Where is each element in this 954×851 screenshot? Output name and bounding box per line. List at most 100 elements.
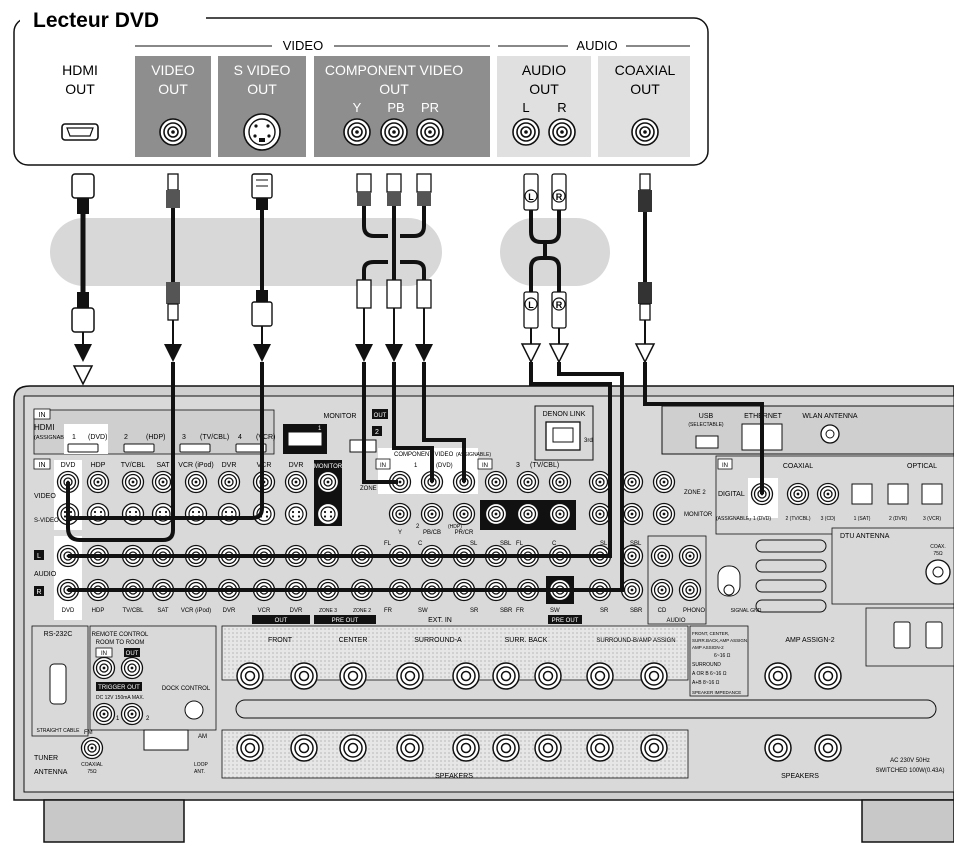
component-pb-label: PB xyxy=(387,100,404,115)
svg-text:4: 4 xyxy=(238,434,242,441)
svideo-row-label: S-VIDEO xyxy=(34,518,59,524)
svg-text:IN: IN xyxy=(722,463,728,469)
svg-text:DTU ANTENNA: DTU ANTENNA xyxy=(840,533,890,540)
svg-text:AM: AM xyxy=(198,734,207,740)
svg-text:ROOM TO ROOM: ROOM TO ROOM xyxy=(96,640,145,646)
svg-text:TUNER: TUNER xyxy=(34,755,58,762)
svg-text:AC 230V 50Hz: AC 230V 50Hz xyxy=(890,758,930,764)
svg-text:COMPONENT VIDEO: COMPONENT VIDEO xyxy=(394,452,454,458)
svg-text:DENON LINK: DENON LINK xyxy=(543,411,586,418)
svg-text:DVD: DVD xyxy=(61,462,76,469)
svg-text:VCR (iPod): VCR (iPod) xyxy=(178,462,213,469)
svg-text:AMP ASSIGN-2: AMP ASSIGN-2 xyxy=(692,645,724,650)
svg-text:2 (TV/CBL): 2 (TV/CBL) xyxy=(785,516,810,522)
digital-input-section: IN COAXIAL OPTICAL DIGITAL (ASSIGNABLE) … xyxy=(715,455,954,535)
svg-text:OUT: OUT xyxy=(529,81,559,97)
plug-r-bottom: R xyxy=(556,300,563,310)
svg-text:AUDIO: AUDIO xyxy=(666,618,685,624)
svg-text:L: L xyxy=(37,553,41,560)
svg-text:DVR: DVR xyxy=(222,462,237,469)
svg-text:DVD: DVD xyxy=(62,608,75,614)
svg-text:WLAN ANTENNA: WLAN ANTENNA xyxy=(802,413,858,420)
svg-text:DVR: DVR xyxy=(289,462,304,469)
plug-l-top: L xyxy=(528,192,534,202)
svg-text:PHONO: PHONO xyxy=(683,608,705,614)
svg-text:SW: SW xyxy=(418,608,428,614)
svg-text:IN: IN xyxy=(39,462,46,469)
svideo-out-label: S VIDEO xyxy=(234,62,291,78)
svg-text:SIGNAL GND: SIGNAL GND xyxy=(731,608,762,614)
svg-text:ZONE 2: ZONE 2 xyxy=(360,486,382,492)
svg-text:(DVD): (DVD) xyxy=(436,463,453,469)
video-cable xyxy=(164,173,182,362)
component-out-label: COMPONENT VIDEO xyxy=(325,62,463,78)
svg-text:1: 1 xyxy=(414,463,418,469)
svg-text:STRAIGHT CABLE: STRAIGHT CABLE xyxy=(37,728,81,734)
svg-text:FR: FR xyxy=(516,608,525,614)
component-pr-label: PR xyxy=(421,100,439,115)
svg-text:DVR: DVR xyxy=(290,608,303,614)
video-out-label: VIDEO xyxy=(151,62,195,78)
svg-text:C: C xyxy=(552,541,557,547)
svg-text:FR: FR xyxy=(384,608,393,614)
svg-text:OUT: OUT xyxy=(374,413,387,419)
dtu-antenna-section: DTU ANTENNA COAX. 75Ω xyxy=(831,527,954,605)
svg-text:(DVD): (DVD) xyxy=(88,434,107,441)
video-out-jack xyxy=(159,118,187,146)
hdmi-out-label: HDMI xyxy=(62,62,98,78)
ac-section: AC 230V 50Hz SWITCHED 100W(0.43A) xyxy=(865,607,954,774)
svg-text:2: 2 xyxy=(375,429,379,436)
svg-text:3: 3 xyxy=(182,434,186,441)
svg-text:R: R xyxy=(36,589,41,596)
svideo-cable xyxy=(251,173,273,362)
svg-text:FRONT: FRONT xyxy=(268,637,293,644)
svg-text:SURROUND: SURROUND xyxy=(692,662,721,668)
cable-area: L R L R xyxy=(50,173,655,385)
svg-text:75Ω: 75Ω xyxy=(933,551,943,557)
svg-text:OUT: OUT xyxy=(65,81,95,97)
svg-text:SW: SW xyxy=(550,608,560,614)
audio-cable: L R L R xyxy=(521,173,569,363)
audio-input-rows: L AUDIO R DVD HDP TV/CBL SAT VCR (iPod) … xyxy=(34,536,376,624)
svg-text:HDP: HDP xyxy=(91,462,106,469)
svg-text:FM: FM xyxy=(84,730,93,736)
svg-text:(HDP): (HDP) xyxy=(146,434,165,441)
svg-text:TV/CBL: TV/CBL xyxy=(122,608,144,614)
svideo-out-jack xyxy=(243,113,281,151)
svg-text:TRIGGER OUT: TRIGGER OUT xyxy=(98,685,140,691)
component-cable xyxy=(355,173,433,362)
svg-text:SAT: SAT xyxy=(157,608,169,614)
svg-text:(TV/CBL): (TV/CBL) xyxy=(200,434,229,441)
svg-text:1: 1 xyxy=(116,716,120,722)
svg-text:PB/CB: PB/CB xyxy=(423,530,441,536)
svg-text:TV/CBL: TV/CBL xyxy=(121,462,146,469)
svg-text:HDP: HDP xyxy=(92,608,105,614)
svg-text:OPTICAL: OPTICAL xyxy=(907,463,937,470)
svg-text:OUT: OUT xyxy=(158,81,188,97)
group-video-label: VIDEO xyxy=(283,38,323,53)
svg-text:MONITOR: MONITOR xyxy=(684,512,713,518)
svg-text:CD: CD xyxy=(658,608,667,614)
svg-text:SPEAKERS: SPEAKERS xyxy=(781,773,819,780)
svg-text:DC 12V 150mA MAX.: DC 12V 150mA MAX. xyxy=(96,695,144,701)
audio-out-label: AUDIO xyxy=(522,62,566,78)
control-section: RS-232C STRAIGHT CABLE REMOTE CONTROL RO… xyxy=(31,625,217,776)
svg-text:COAX.: COAX. xyxy=(930,544,946,550)
svg-text:2: 2 xyxy=(146,716,150,722)
receiver-rear-panel: IN HDMI (ASSIGNABLE) 1 (DVD) 2 (HDP) 3 (… xyxy=(13,362,954,843)
connection-lines xyxy=(66,362,764,592)
svg-text:(HDP): (HDP) xyxy=(448,524,462,530)
source-title: Lecteur DVD xyxy=(33,9,159,32)
plug-l-bottom: L xyxy=(528,300,534,310)
svg-text:2 (DVR): 2 (DVR) xyxy=(889,516,907,522)
component-pb-jack xyxy=(380,118,408,146)
svg-text:1: 1 xyxy=(318,426,322,432)
svg-text:USB: USB xyxy=(699,413,714,420)
svg-text:A OR B 6~16 Ω: A OR B 6~16 Ω xyxy=(692,671,727,677)
svg-text:REMOTE CONTROL: REMOTE CONTROL xyxy=(92,632,149,638)
component-pr-jack xyxy=(416,118,444,146)
svg-text:(VCR): (VCR) xyxy=(256,434,275,441)
network-section: USB (SELECTABLE) ETHERNET WLAN ANTENNA xyxy=(661,405,954,455)
svg-text:SWITCHED 100W(0.43A): SWITCHED 100W(0.43A) xyxy=(875,768,944,774)
